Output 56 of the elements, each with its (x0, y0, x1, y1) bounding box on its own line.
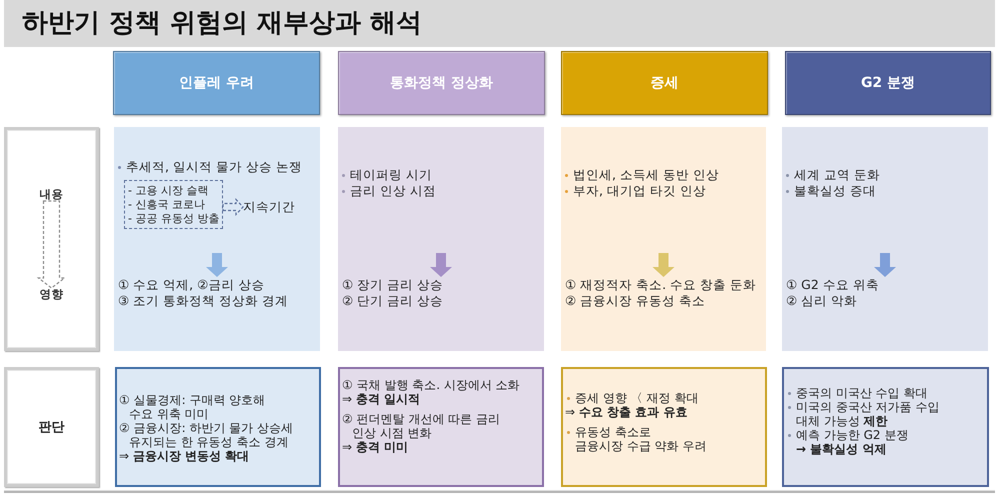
bullet-text: 불확실성 증대 (794, 183, 876, 199)
assessment-text: ⇒ 충격 일시적 (342, 392, 420, 406)
dashed-block-arrow (36, 200, 66, 289)
impact-text: ② 심리 악화 (786, 293, 858, 309)
bullet-text: 추세적, 일시적 물가 상승 논쟁 (126, 159, 302, 175)
bullet-text: 세계 교역 둔화 (794, 167, 880, 183)
list-item-text: - 고용 시장 슬랙 (128, 184, 208, 198)
list-item-text: - 신흥국 코로나 (128, 198, 205, 212)
bullet-text: 법인세, 소득세 동반 인상 (573, 167, 719, 183)
content-panel (782, 127, 988, 351)
impact-text: ① 수요 억제, ②금리 상승 (118, 277, 264, 293)
impact-text: ① 재정적자 축소. 수요 창출 둔화 (565, 277, 756, 293)
impact-text: ② 금융시장 유동성 축소 (565, 293, 706, 309)
impact-text: ② 단기 금리 상승 (342, 293, 444, 309)
assessment-box (338, 367, 544, 487)
content-panel (338, 127, 544, 351)
content-panel (114, 127, 320, 351)
assessment-text: ② 금융시장: 하반기 물가 상승세 유지되는 한 유동성 축소 경계 (119, 421, 294, 449)
assessment-text: ① 국채 발행 축소. 시장에서 소화 (342, 378, 520, 392)
assessment-text: ② 펀더멘탈 개선에 따른 금리 인상 시점 변화 (342, 412, 500, 440)
assessment-box (115, 367, 321, 487)
column-header: G2 분쟁 (785, 51, 991, 115)
row-label: 영향 (40, 288, 64, 301)
bullet-text: 테이퍼링 시기 (350, 167, 432, 183)
assessment-box (561, 367, 767, 487)
dashed-block-arrow (222, 198, 244, 216)
assessment-text: ⇒ 충격 미미 (342, 440, 408, 454)
assessment-text: ⇒ 금융시장 변동성 확대 (119, 449, 250, 463)
page-title: 하반기 정책 위험의 재부상과 해석 (22, 7, 422, 40)
block-arrow (874, 253, 896, 277)
row-header: 판단 (4, 367, 99, 487)
assessment-text: 증세 영향 〈 재정 확대 (575, 391, 698, 405)
block-arrow (206, 253, 228, 277)
bullet-text: 부자, 대기업 타깃 인상 (573, 183, 706, 199)
column-header: 통화정책 정상화 (338, 51, 545, 115)
block-arrow (430, 253, 452, 277)
block-arrow (652, 253, 674, 277)
column-header: 인플레 우려 (113, 51, 320, 115)
assessment-text: 유동성 축소로 금융시장 수급 약화 우려 (575, 425, 706, 453)
dashed-frame (124, 180, 223, 229)
assessment-text: 중국의 미국산 수입 확대 (796, 386, 928, 400)
assessment-text: 미국의 중국산 저가품 수입 대체 가능성 제한 (796, 400, 940, 428)
row-label: 내용 (40, 188, 64, 201)
column-header: 증세 (561, 51, 768, 115)
assessment-text: 예측 가능한 G2 분쟁 → 불확실성 억제 (796, 428, 908, 456)
content-panel (561, 127, 766, 351)
annotation-text: 지속기간 (243, 199, 295, 215)
impact-text: ① G2 수요 위축 (786, 277, 879, 293)
impact-text: ① 장기 금리 상승 (342, 277, 444, 293)
assessment-text: ⇒ 수요 창출 효과 유효 (565, 405, 688, 419)
impact-text: ③ 조기 통화정책 정상화 경계 (118, 293, 288, 309)
list-item-text: - 공공 유동성 방출 (128, 212, 220, 226)
assessment-text: ① 실물경제: 구매력 양호해 수요 위축 미미 (119, 393, 266, 421)
assessment-box (782, 367, 989, 487)
bullet-text: 금리 인상 시점 (350, 183, 436, 199)
row-header-panel (4, 127, 99, 351)
